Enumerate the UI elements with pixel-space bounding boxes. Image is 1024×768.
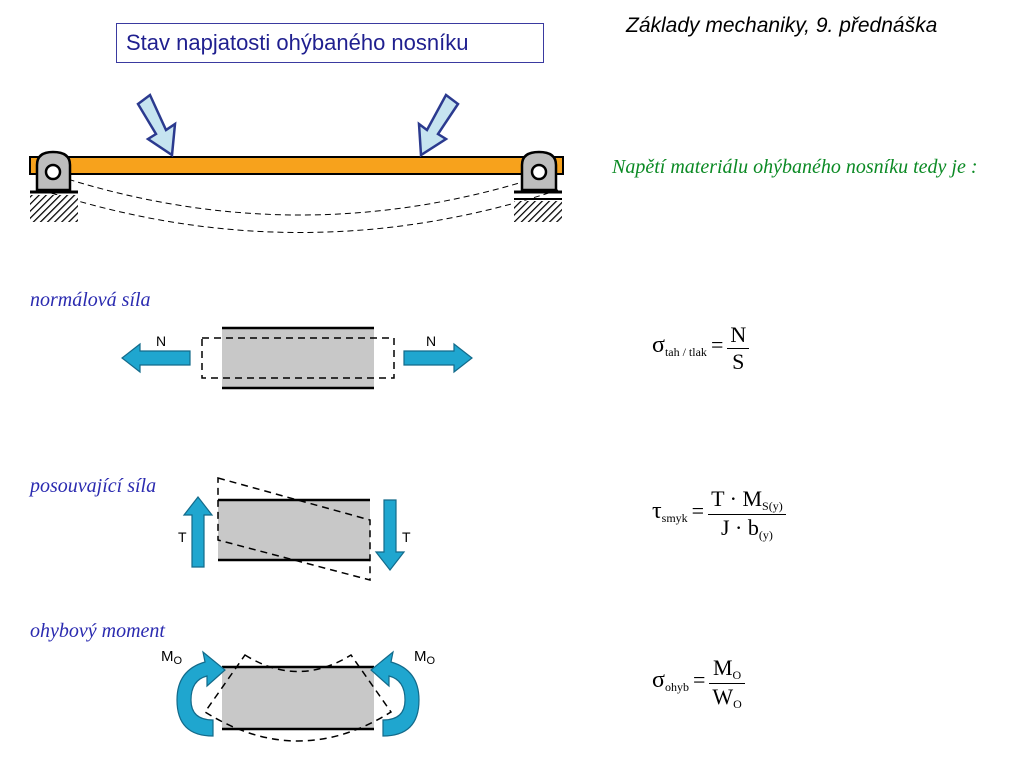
eq3-den-sub: O	[733, 697, 742, 711]
right-support	[514, 150, 562, 222]
eq2-fraction: T · MS(y) J · b(y)	[708, 486, 786, 543]
normal-elongated-outline	[201, 337, 395, 379]
eq1-fraction: N S	[727, 322, 750, 375]
lecture-title: Základy mechaniky, 9. přednáška	[626, 14, 938, 37]
normal-stress-equation: σtah / tlak = N S	[652, 322, 750, 375]
eq1-symbol: σ	[652, 332, 665, 359]
eq3-numerator: MO	[709, 655, 745, 684]
shear-right-label: T	[402, 529, 411, 545]
deflection-curve-lower	[41, 189, 559, 233]
moment-arrow-right	[370, 650, 420, 737]
eq2-equals: =	[691, 498, 705, 524]
slide-title-text: Stav napjatosti ohýbaného nosníku	[126, 30, 469, 55]
shear-stress-equation: τsmyk = T · MS(y) J · b(y)	[652, 486, 786, 543]
eq2-den-sub: (y)	[758, 528, 773, 542]
eq2-denominator: J · b(y)	[708, 515, 786, 543]
force-arrow-left	[121, 342, 191, 374]
shear-left-label: T	[178, 529, 187, 545]
load-arrow-left	[136, 93, 177, 158]
shear-force-label: posouvající síla	[30, 475, 157, 497]
bending-block	[222, 667, 374, 729]
force-right-label: N	[426, 333, 436, 349]
bending-stress-equation: σohyb = MO WO	[652, 655, 745, 712]
force-left-label: N	[156, 333, 166, 349]
eq3-num-main: M	[712, 655, 733, 680]
eq3-equals: =	[692, 667, 706, 693]
eq2-symbol: τ	[652, 498, 662, 525]
eq1-numerator: N	[727, 322, 750, 349]
left-support	[30, 150, 78, 222]
eq3-den-main: W	[712, 684, 734, 709]
deflection-curve-upper	[39, 169, 561, 216]
eq1-equals: =	[710, 332, 724, 358]
shear-deformed-outline	[217, 477, 371, 581]
shear-force-diagram: T T	[178, 477, 411, 581]
slide-title: Stav napjatosti ohýbaného nosníku	[116, 23, 544, 63]
eq3-denominator: WO	[709, 684, 744, 712]
normal-force-label: normálová síla	[30, 289, 151, 311]
bending-moment-diagram: MO MO	[161, 648, 436, 742]
eq2-den-main: J · b	[720, 515, 759, 540]
bending-moment-label: ohybový moment	[30, 620, 165, 642]
beam-diagram	[29, 93, 564, 233]
moment-arrow-left	[176, 650, 226, 737]
stress-intro: Napětí materiálu ohýbaného nosníku tedy …	[612, 156, 978, 178]
eq3-num-sub: O	[732, 668, 742, 682]
eq2-num-main: T · M	[711, 486, 763, 511]
eq3-fraction: MO WO	[709, 655, 745, 712]
load-arrow-right	[417, 93, 460, 158]
shear-block	[218, 500, 370, 560]
eq2-sub: smyk	[661, 511, 688, 526]
shear-arrow-up	[182, 496, 214, 568]
bending-deformed-outline	[203, 653, 393, 742]
beam	[29, 156, 564, 175]
normal-force-diagram: N N	[121, 326, 473, 390]
eq2-num-sub: S(y)	[762, 499, 783, 513]
eq3-sub: ohyb	[664, 680, 689, 695]
normal-block	[222, 328, 374, 388]
eq3-symbol: σ	[652, 667, 665, 694]
shear-arrow-down	[374, 499, 406, 571]
moment-right-label: MO	[414, 648, 436, 667]
eq1-denominator: S	[732, 349, 745, 374]
moment-left-label: MO	[161, 648, 183, 667]
force-arrow-right	[403, 342, 473, 374]
eq1-sub: tah / tlak	[664, 345, 707, 360]
eq2-numerator: T · MS(y)	[708, 486, 786, 515]
